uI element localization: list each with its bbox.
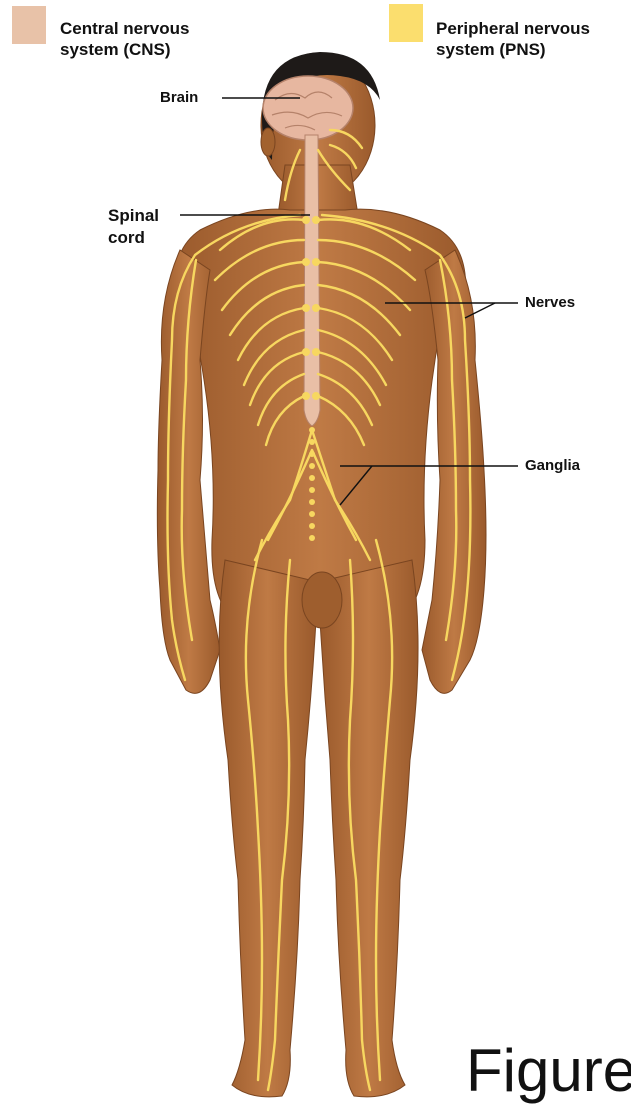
body-silhouette bbox=[157, 53, 486, 1097]
nerves-label: Nerves bbox=[525, 294, 575, 311]
spinal-cord-label-line1: Spinal bbox=[108, 205, 159, 227]
ganglia-label: Ganglia bbox=[525, 457, 580, 474]
spinal-cord-label: Spinal cord bbox=[108, 205, 159, 249]
figure-caption: Figure bbox=[466, 1036, 631, 1106]
spinal-cord-label-line2: cord bbox=[108, 227, 159, 249]
torso bbox=[174, 209, 465, 620]
ear bbox=[261, 128, 275, 156]
brain-label: Brain bbox=[160, 89, 198, 106]
right-leg bbox=[320, 560, 418, 1097]
groin bbox=[302, 572, 342, 628]
spinal-cord bbox=[304, 135, 320, 426]
left-leg bbox=[219, 560, 316, 1097]
